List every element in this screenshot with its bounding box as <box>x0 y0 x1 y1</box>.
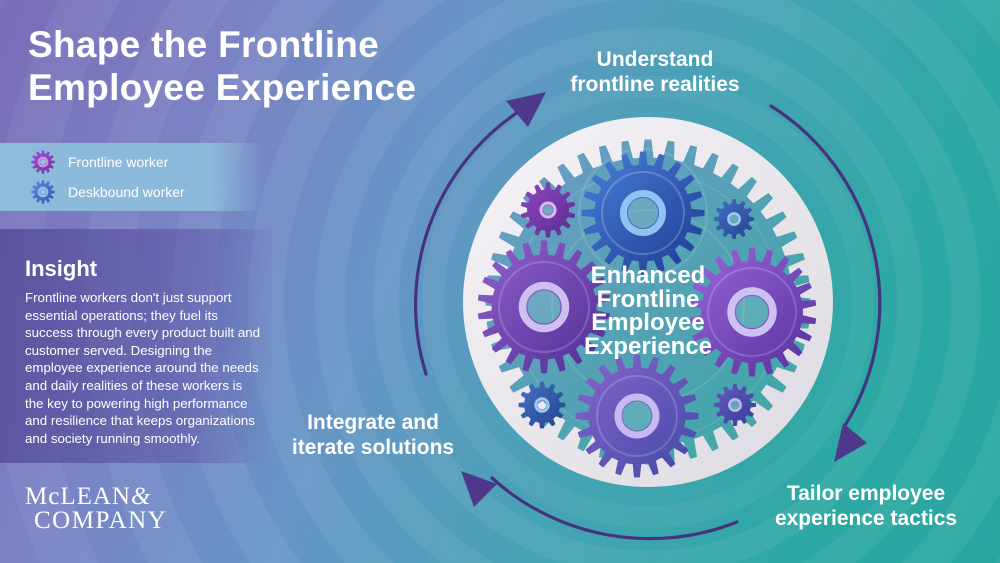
gear-small-deskbound-topright-hub <box>727 212 741 226</box>
legend-label-frontline: Frontline worker <box>68 154 169 170</box>
gear-small-deskbound-bottomleft <box>518 381 566 429</box>
legend-item-deskbound: Deskbound worker <box>30 179 263 205</box>
insight-heading: Insight <box>25 256 98 281</box>
deskbound-worker-gear-icon <box>31 180 55 204</box>
deskbound-worker-gear-icon <box>31 180 55 204</box>
mclean-company-logo: McLEAN& COMPANY <box>25 484 167 533</box>
legend-panel: Frontline worker Deskbound worker <box>0 143 263 211</box>
insight-panel <box>0 229 272 463</box>
logo-mclean: McLEAN <box>25 483 131 510</box>
cycle-arrowhead-right <box>834 423 867 462</box>
deskbound-worker-gear-icon-hub <box>37 186 49 198</box>
gear-large-frontline-bottom-hub <box>614 393 660 439</box>
frontline-worker-gear-icon <box>31 150 55 174</box>
gear-small-frontline-bottomright-hub <box>728 398 742 412</box>
page-title-line1: Shape the Frontline <box>28 24 380 65</box>
gear-large-frontline-bottom <box>575 354 699 478</box>
gear-large-deskbound-top <box>581 151 705 275</box>
logo-ampersand: & <box>130 483 152 510</box>
legend-item-frontline: Frontline worker <box>30 149 263 175</box>
legend-label-deskbound: Deskbound worker <box>68 184 185 200</box>
logo-company: COMPANY <box>34 507 168 534</box>
cycle-arrowhead-top <box>506 92 546 127</box>
gear-small-frontline-topleft-hub <box>539 201 557 219</box>
cycle-arc-bottom <box>490 476 739 541</box>
gear-small-deskbound-bottomleft-hub <box>534 397 550 413</box>
gear-large-deskbound-top-hub <box>620 190 666 236</box>
gear-large-deskbound-top-halo <box>601 171 685 255</box>
gear-large-deskbound-top-halo <box>578 148 708 278</box>
page-title-line2: Employee Experience <box>28 66 417 108</box>
gear-large-frontline-bottom-halo <box>596 375 678 457</box>
gear-small-frontline-bottomright <box>714 384 756 426</box>
gear-small-frontline-topleft <box>520 182 576 238</box>
center-label: Enhanced Frontline Employee Experience <box>583 262 713 360</box>
insight-body: Frontline workers don't just support ess… <box>25 290 261 446</box>
cycle-arrowhead-left <box>461 471 497 507</box>
frontline-worker-gear-icon-hub <box>37 156 49 168</box>
gear-small-deskbound-topright <box>714 199 754 239</box>
